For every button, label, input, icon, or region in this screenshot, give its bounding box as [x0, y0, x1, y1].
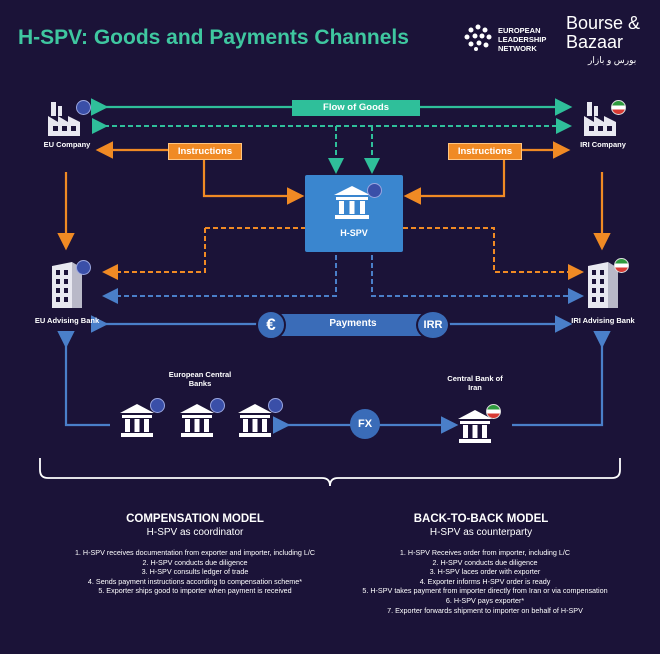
ecb-bank-icon-3	[238, 404, 272, 437]
page-title: H-SPV: Goods and Payments Channels	[18, 26, 409, 49]
iran-flag-icon	[614, 258, 629, 273]
list-item: 5. Exporter ships good to importer when …	[98, 586, 292, 596]
iri-advising-bank-label: IRI Advising Bank	[571, 316, 635, 325]
flow-of-goods-label: Flow of Goods	[292, 100, 420, 116]
list-item: 2. H-SPV conducts due diligence	[432, 557, 538, 567]
iri-company-factory-icon	[584, 102, 616, 136]
central-bank-of-iran-label: Central Bank of Iran	[447, 374, 503, 392]
payments-bar	[262, 314, 446, 336]
compensation-title: COMPENSATION MODEL	[126, 513, 264, 525]
eu-flag-icon	[76, 260, 91, 275]
eu-bank-building-icon	[52, 262, 82, 308]
goods-dashed-arrows	[92, 118, 572, 174]
list-item: 6. H-SPV pays exporter*	[445, 595, 525, 605]
compensation-steps: 1. H-SPV receives documentation from exp…	[52, 548, 338, 596]
list-item: 1. H-SPV Receives order from importer, i…	[399, 548, 571, 557]
instructions-label-right: Instructions	[448, 143, 522, 160]
ecb-bank-icon-2	[180, 404, 214, 437]
list-item: 7. Exporter forwards shipment to importe…	[387, 605, 583, 615]
eu-company-factory-icon	[48, 102, 80, 136]
eu-flag-icon	[367, 183, 382, 198]
bourse-bazaar-logo: Bourse & Bazaar	[566, 13, 641, 52]
list-item: 3. H-SPV laces order with exporter	[429, 567, 541, 577]
iri-company-label: IRI Company	[580, 140, 626, 149]
hspv-label: H-SPV	[340, 228, 368, 238]
list-item: 4. Sends payment instructions according …	[87, 576, 303, 586]
instructions-dashed-arrows	[102, 227, 584, 280]
bourse-bazaar-farsi: بورس و بازار	[588, 55, 637, 65]
eu-flag-icon	[210, 398, 225, 413]
iri-bank-building-icon	[588, 262, 618, 308]
irr-label: IRR	[416, 310, 450, 340]
ecb-bank-icon-1	[120, 404, 154, 437]
list-item: 4. Exporter informs H-SPV order is ready	[419, 576, 551, 586]
back-to-back-title: BACK-TO-BACK MODEL	[413, 513, 549, 525]
eu-flag-icon	[150, 398, 165, 413]
eu-flag-icon	[268, 398, 283, 413]
eu-flag-icon	[76, 100, 91, 115]
list-item: 3. H-SPV consults ledger of trade	[141, 567, 249, 577]
list-item: 2. H-SPV conducts due diligence	[142, 557, 248, 567]
iran-flag-icon	[611, 100, 626, 115]
back-to-back-steps: 1. H-SPV Receives order from importer, i…	[354, 548, 616, 615]
summary-bracket	[39, 458, 621, 487]
back-to-back-subtitle: H-SPV as counterparty	[429, 527, 533, 538]
eu-advising-bank-label: EU Advising Bank	[34, 316, 100, 325]
euro-icon: €	[256, 310, 286, 340]
list-item: 1. H-SPV receives documentation from exp…	[74, 548, 316, 557]
fx-label: FX	[350, 409, 380, 439]
eu-company-label: EU Company	[43, 140, 91, 149]
list-item: 5. H-SPV takes payment from importer dir…	[362, 586, 608, 596]
compensation-subtitle: H-SPV as coordinator	[146, 527, 244, 538]
instructions-label-left: Instructions	[168, 143, 242, 160]
european-central-banks-label: European Central Banks	[168, 370, 232, 388]
cbi-bank-icon	[458, 410, 492, 443]
payments-dashed-arrows	[102, 255, 584, 304]
iran-flag-icon	[486, 404, 501, 419]
eln-logo-icon	[464, 24, 492, 51]
payments-label: Payments	[329, 318, 377, 329]
eln-logo-text: EUROPEAN LEADERSHIP NETWORK	[498, 26, 547, 53]
hspv-bank-icon	[334, 186, 370, 219]
